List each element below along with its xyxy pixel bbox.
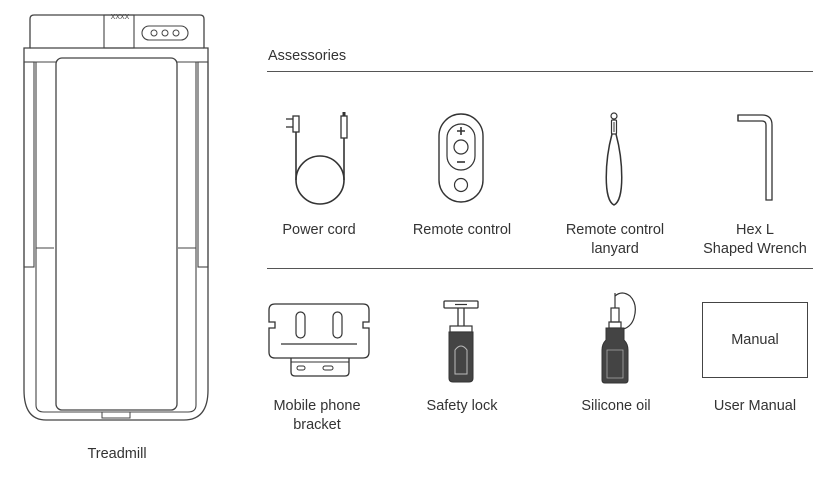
phone-bracket-label: Mobile phone bracket <box>262 397 372 435</box>
power-cord-label: Power cord <box>282 222 356 238</box>
treadmill-illustration <box>23 14 209 421</box>
remote-control-label: Remote control <box>412 222 512 238</box>
lanyard-label-line1: Remote control <box>565 222 665 238</box>
section-rule-top <box>267 71 813 72</box>
hex-wrench-label: Hex L Shaped Wrench <box>690 221 820 259</box>
safety-lock-icon <box>443 300 479 383</box>
treadmill-logo: XXXX <box>110 14 130 21</box>
user-manual-label: User Manual <box>713 398 797 414</box>
power-cord-icon <box>286 112 348 205</box>
lanyard-label: Remote control lanyard <box>555 221 675 259</box>
section-rule-middle <box>267 268 813 269</box>
hex-wrench-icon <box>737 114 773 201</box>
silicone-oil-icon <box>601 292 636 384</box>
lanyard-icon <box>605 112 623 206</box>
phone-bracket-label-line1: Mobile phone <box>273 398 361 414</box>
manual-box: Manual <box>702 302 808 378</box>
phone-bracket-label-line2: bracket <box>293 417 341 433</box>
remote-control-icon <box>438 113 484 203</box>
hex-wrench-label-line1: Hex L <box>736 222 774 238</box>
treadmill-label: Treadmill <box>87 446 147 462</box>
silicone-oil-label: Silicone oil <box>581 398 651 414</box>
hex-wrench-label-line2: Shaped Wrench <box>703 241 807 257</box>
section-title: Assessories <box>268 48 347 64</box>
lanyard-label-line2: lanyard <box>591 241 639 257</box>
phone-bracket-icon <box>268 303 370 377</box>
safety-lock-label: Safety lock <box>426 398 498 414</box>
